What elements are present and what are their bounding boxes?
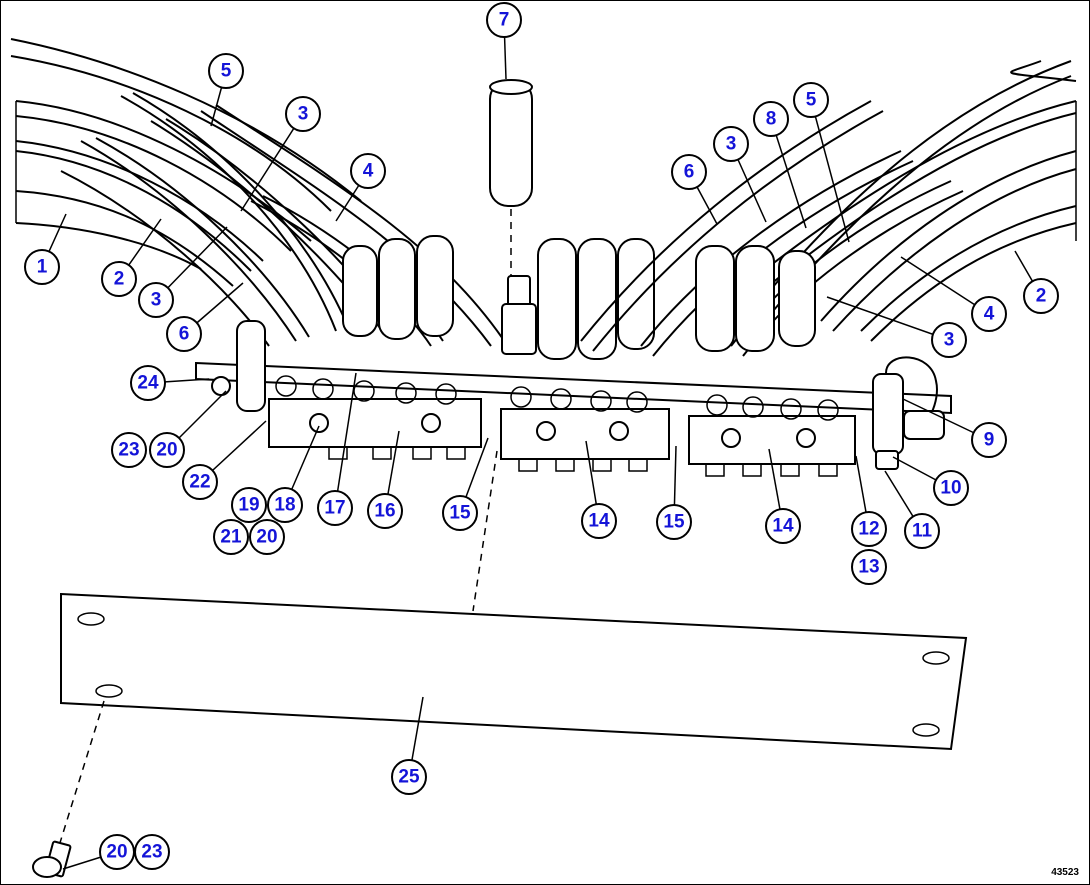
svg-text:23: 23 [141, 842, 162, 863]
svg-text:17: 17 [324, 498, 345, 519]
svg-text:10: 10 [940, 478, 961, 499]
svg-text:22: 22 [189, 472, 210, 493]
svg-text:19: 19 [238, 495, 259, 516]
right-valve-cylinders [695, 245, 816, 352]
svg-text:3: 3 [944, 330, 955, 351]
callout-2: 2 [1023, 278, 1059, 314]
cover-plate [60, 592, 968, 751]
svg-text:14: 14 [588, 511, 610, 532]
svg-text:1: 1 [37, 257, 48, 278]
svg-text:11: 11 [912, 521, 933, 542]
svg-text:5: 5 [806, 90, 817, 111]
svg-text:20: 20 [106, 842, 127, 863]
callout-7: 7 [486, 2, 522, 38]
svg-text:3: 3 [151, 290, 162, 311]
svg-text:25: 25 [398, 767, 420, 788]
callout-20: 20 [149, 432, 185, 468]
callout-25: 25 [391, 759, 427, 795]
svg-text:2: 2 [1036, 286, 1047, 307]
svg-text:6: 6 [684, 162, 695, 183]
callout-23: 23 [111, 432, 147, 468]
callout-3: 3 [931, 322, 967, 358]
callout-6: 6 [166, 316, 202, 352]
callout-14: 14 [765, 508, 801, 544]
callout-5: 5 [208, 53, 244, 89]
svg-text:6: 6 [179, 324, 190, 345]
plate-bolt [32, 700, 105, 878]
callout-10: 10 [933, 470, 969, 506]
svg-text:20: 20 [156, 440, 177, 461]
svg-text:20: 20 [256, 527, 277, 548]
center-valve-cylinders [537, 238, 655, 360]
drawing-number: 43523 [1051, 867, 1079, 878]
left-valve-cylinders [342, 235, 454, 340]
svg-text:2: 2 [114, 269, 125, 290]
svg-text:9: 9 [984, 430, 995, 451]
callout-13: 13 [851, 549, 887, 585]
svg-text:21: 21 [220, 527, 242, 548]
accumulator-cylinder [489, 79, 537, 355]
plate-guide-line [472, 450, 498, 612]
svg-text:8: 8 [766, 109, 777, 130]
svg-text:13: 13 [858, 557, 879, 578]
callout-19: 19 [231, 487, 267, 523]
svg-text:15: 15 [663, 512, 685, 533]
callout-18: 18 [267, 487, 303, 523]
callout-20: 20 [99, 834, 135, 870]
svg-text:18: 18 [274, 495, 295, 516]
svg-text:12: 12 [858, 519, 879, 540]
callout-6: 6 [671, 154, 707, 190]
callout-9: 9 [971, 422, 1007, 458]
callout-1: 1 [24, 249, 60, 285]
svg-text:24: 24 [137, 373, 159, 394]
callout-15: 15 [656, 504, 692, 540]
svg-text:4: 4 [363, 161, 374, 182]
callout-3: 3 [285, 96, 321, 132]
callout-11: 11 [904, 513, 940, 549]
callout-17: 17 [317, 490, 353, 526]
callout-21: 21 [213, 519, 249, 555]
svg-text:15: 15 [449, 503, 471, 524]
callout-8: 8 [753, 101, 789, 137]
callout-4: 4 [350, 153, 386, 189]
callout-3: 3 [138, 282, 174, 318]
pressure-switch [872, 356, 945, 470]
callout-24: 24 [130, 365, 166, 401]
svg-text:3: 3 [298, 104, 309, 125]
callout-2: 2 [101, 261, 137, 297]
svg-text:14: 14 [772, 516, 794, 537]
svg-text:5: 5 [221, 61, 232, 82]
callout-16: 16 [367, 493, 403, 529]
svg-text:3: 3 [726, 134, 737, 155]
callout-12: 12 [851, 511, 887, 547]
callout-14: 14 [581, 503, 617, 539]
svg-text:4: 4 [984, 304, 995, 325]
callout-22: 22 [182, 464, 218, 500]
svg-text:16: 16 [374, 501, 395, 522]
svg-text:7: 7 [499, 10, 510, 31]
callout-3: 3 [713, 126, 749, 162]
callout-23: 23 [134, 834, 170, 870]
callout-15: 15 [442, 495, 478, 531]
callout-5: 5 [793, 82, 829, 118]
callout-20: 20 [249, 519, 285, 555]
callout-4: 4 [971, 296, 1007, 332]
svg-text:23: 23 [118, 440, 139, 461]
